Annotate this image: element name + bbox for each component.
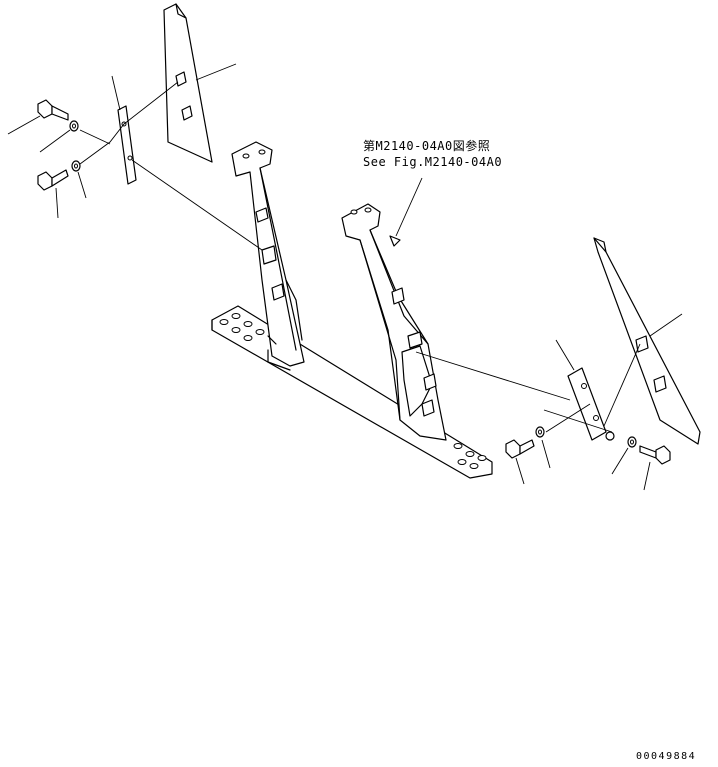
right-outer-washer — [627, 436, 637, 448]
left-upright-bracket — [231, 141, 305, 367]
right-inner-washer — [535, 426, 545, 438]
right-inner-bolt — [505, 439, 535, 459]
left-lower-bolt — [37, 169, 69, 191]
left-upper-washer — [69, 120, 79, 132]
left-lower-washer — [71, 160, 81, 172]
right-outer-bolt — [639, 445, 671, 465]
right-guard-plate — [593, 237, 701, 445]
left-guard-plate — [163, 3, 213, 163]
right-shim-plate — [567, 367, 607, 441]
right-plate-washer — [605, 431, 615, 441]
assembly-lines — [7, 63, 683, 491]
reference-label-japanese: 第M2140-04A0図参照 — [363, 139, 491, 153]
right-upright-bracket — [341, 203, 447, 441]
drawing-number: 00049884 — [636, 751, 697, 762]
left-upper-bolt — [37, 99, 69, 121]
reference-label-english: See Fig.M2140-04A0 — [363, 155, 503, 169]
base-frame — [211, 305, 493, 479]
left-shim-plate — [117, 105, 137, 185]
